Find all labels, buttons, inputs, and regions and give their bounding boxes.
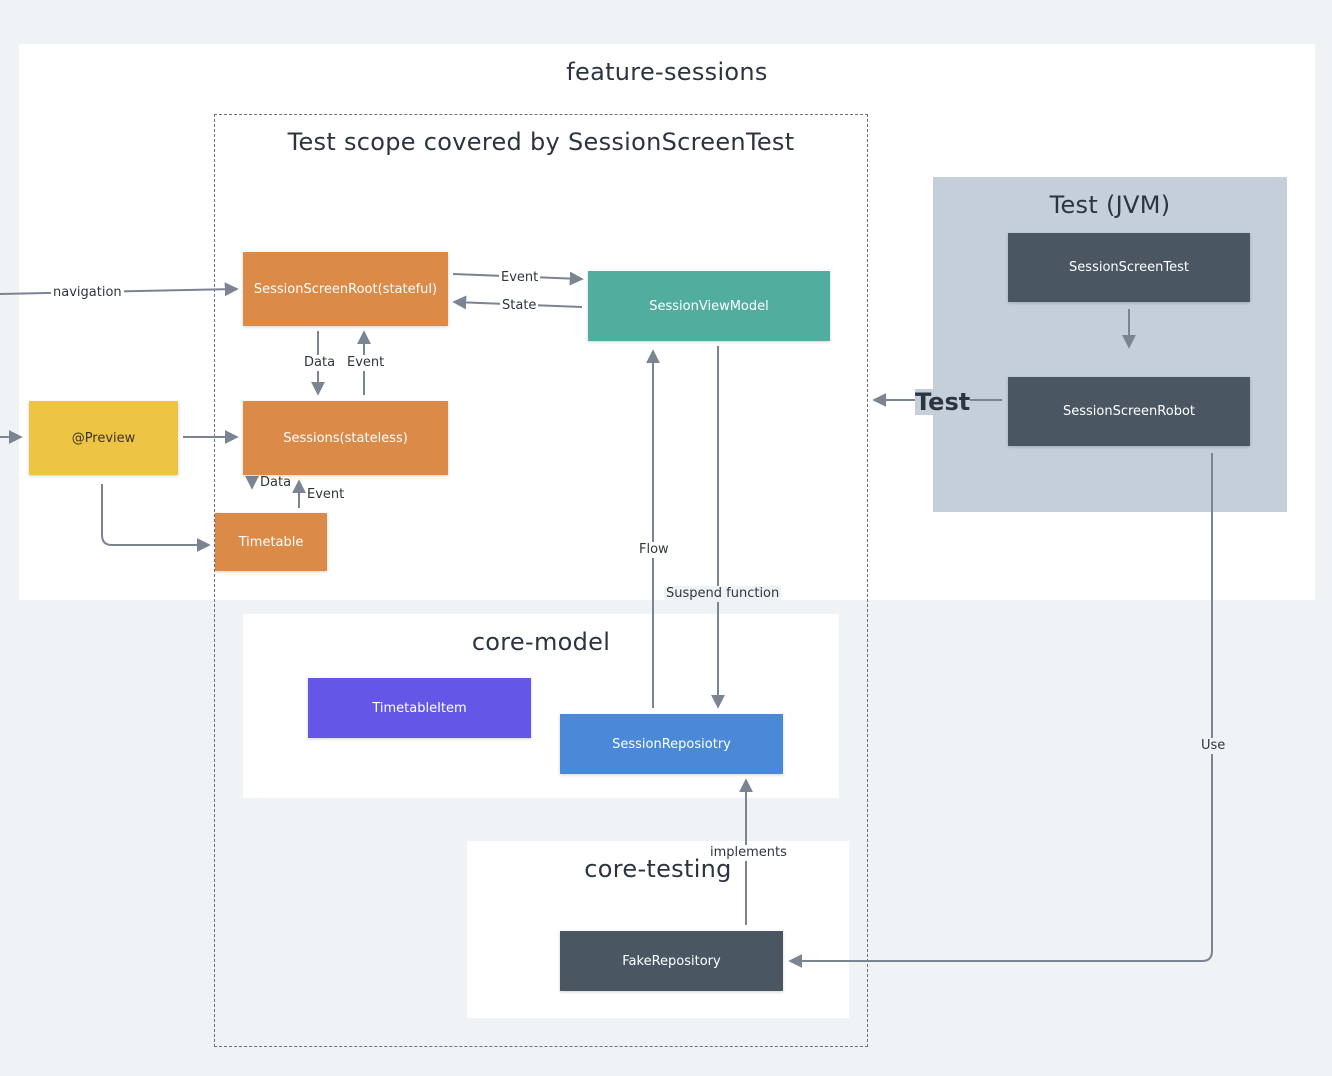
use-label: Use — [1199, 738, 1228, 754]
fake-repository-node: FakeRepository — [560, 931, 783, 991]
event-mid-label: Event — [345, 355, 387, 371]
feature-sessions-title: feature-sessions — [566, 58, 768, 86]
data-mid-label: Data — [302, 355, 338, 371]
session-repository-node: SessionReposiotry — [560, 714, 783, 774]
implements-label: implements — [708, 845, 789, 861]
core-testing-title: core-testing — [584, 855, 732, 883]
suspend-function-label: Suspend function — [664, 586, 782, 602]
core-model-title: core-model — [471, 628, 611, 656]
preview-node: @Preview — [29, 401, 178, 475]
timetable-item-node: TimetableItem — [308, 678, 531, 738]
event-top-label: Event — [499, 270, 541, 286]
sessions-stateless-node: Sessions(stateless) — [243, 401, 448, 475]
state-label: State — [500, 298, 539, 314]
flow-label: Flow — [637, 542, 671, 558]
navigation-label: navigation — [51, 285, 124, 301]
test-jvm-title: Test (JVM) — [1049, 191, 1171, 219]
test-jvm-panel — [933, 177, 1287, 512]
timetable-node: Timetable — [215, 513, 327, 571]
session-screen-test-node: SessionScreenTest — [1008, 233, 1250, 302]
data-low-label: Data — [260, 475, 292, 490]
session-view-model-node: SessionViewModel — [588, 271, 830, 341]
test-scope-title: Test scope covered by SessionScreenTest — [287, 128, 795, 156]
event-low-label: Event — [307, 487, 345, 502]
test-scope-boundary — [214, 114, 868, 1047]
test-edge-label: Test — [915, 388, 971, 416]
session-screen-root-node: SessionScreenRoot(stateful) — [243, 252, 448, 326]
session-screen-robot-node: SessionScreenRobot — [1008, 377, 1250, 446]
